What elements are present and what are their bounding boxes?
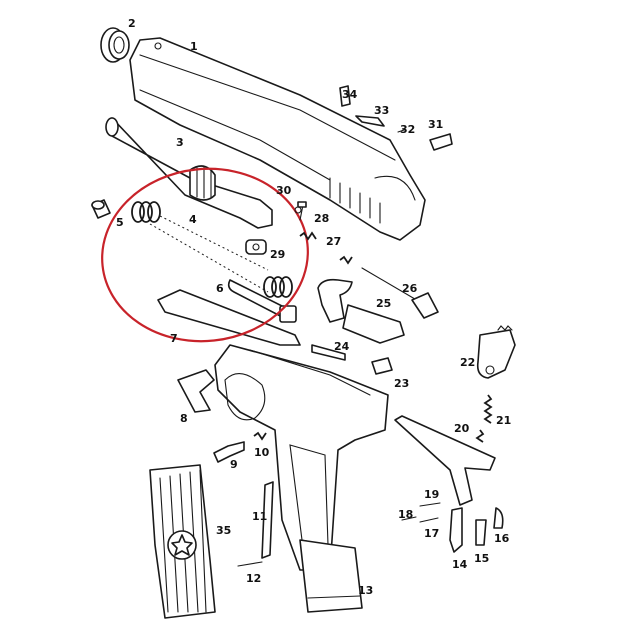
- part-16-spring: [493, 507, 504, 529]
- part-9-screw: [213, 441, 245, 463]
- label-16: 16: [494, 532, 510, 545]
- part-17-pin: [419, 517, 439, 523]
- label-35: 35: [216, 524, 231, 537]
- part-3-barrel: [105, 117, 273, 229]
- label-20: 20: [454, 422, 470, 435]
- label-19: 19: [424, 488, 439, 501]
- label-29: 29: [270, 248, 285, 261]
- part-11-bar: [261, 481, 274, 559]
- part-2-barrel-bushing: [100, 27, 130, 63]
- star-emblem-icon: [171, 534, 193, 556]
- part-6-guide-rod: [227, 279, 297, 323]
- part-18-pin: [401, 516, 417, 521]
- label-17: 17: [424, 527, 439, 540]
- part-15-disconnector: [475, 519, 487, 546]
- label-22: 22: [460, 356, 475, 369]
- label-13: 13: [358, 584, 373, 597]
- part-5-guide-head: [91, 199, 111, 219]
- label-12: 12: [246, 572, 261, 585]
- part-21-spring: [475, 394, 493, 443]
- label-25: 25: [376, 297, 391, 310]
- label-31: 31: [428, 118, 443, 131]
- label-24: 24: [334, 340, 350, 353]
- label-2: 2: [128, 17, 136, 30]
- highlight-ellipse: [101, 167, 309, 343]
- label-34: 34: [342, 88, 358, 101]
- part-25-sear: [317, 278, 405, 344]
- label-26: 26: [402, 282, 418, 295]
- label-30: 30: [276, 184, 292, 197]
- label-32: 32: [400, 123, 415, 136]
- part-12-pin: [237, 561, 263, 567]
- part-1-slide: [129, 37, 426, 241]
- label-28: 28: [314, 212, 329, 225]
- part-29-barrel-link: [245, 239, 267, 255]
- part-26-firing-pin: [361, 267, 439, 319]
- part-32-pin: [397, 129, 405, 133]
- label-18: 18: [398, 508, 413, 521]
- label-3: 3: [176, 136, 184, 149]
- label-11: 11: [252, 510, 267, 523]
- label-4: 4: [189, 213, 197, 226]
- frame-body: [214, 344, 389, 571]
- part-20-hammer-bar: [394, 415, 496, 506]
- label-21: 21: [496, 414, 511, 427]
- label-27: 27: [326, 235, 341, 248]
- label-23: 23: [394, 377, 409, 390]
- label-33: 33: [374, 104, 389, 117]
- part-34-clip: [339, 85, 351, 107]
- part-19-pin: [419, 502, 441, 507]
- part-33-extractor: [355, 115, 385, 127]
- label-14: 14: [452, 558, 468, 571]
- part-10-spring: [253, 431, 267, 441]
- label-5: 5: [116, 216, 124, 229]
- part-labels: 1 2 3 4 5 6 7 8 9 10 11 12 13 14 15 16 1…: [116, 17, 511, 597]
- part-14-sear-lever: [449, 507, 463, 553]
- part-35-grip-panel: [149, 464, 216, 619]
- part-22-hammer: [476, 325, 516, 379]
- label-1: 1: [190, 40, 198, 53]
- label-8: 8: [180, 412, 188, 425]
- label-10: 10: [254, 446, 270, 459]
- part-4-recoil-spring: [131, 201, 293, 298]
- label-6: 6: [216, 282, 224, 295]
- part-13-magazine: [299, 539, 363, 613]
- label-9: 9: [230, 458, 238, 471]
- part-31-sight: [429, 133, 453, 151]
- part-28-screw: [297, 201, 307, 221]
- part-7-frame-top: [157, 289, 301, 346]
- part-8-trigger: [177, 369, 215, 413]
- label-15: 15: [474, 552, 489, 565]
- part-27-spring-pin: [299, 231, 353, 265]
- part-24-ejector: [311, 344, 346, 361]
- label-7: 7: [170, 332, 178, 345]
- part-23-block: [371, 357, 393, 375]
